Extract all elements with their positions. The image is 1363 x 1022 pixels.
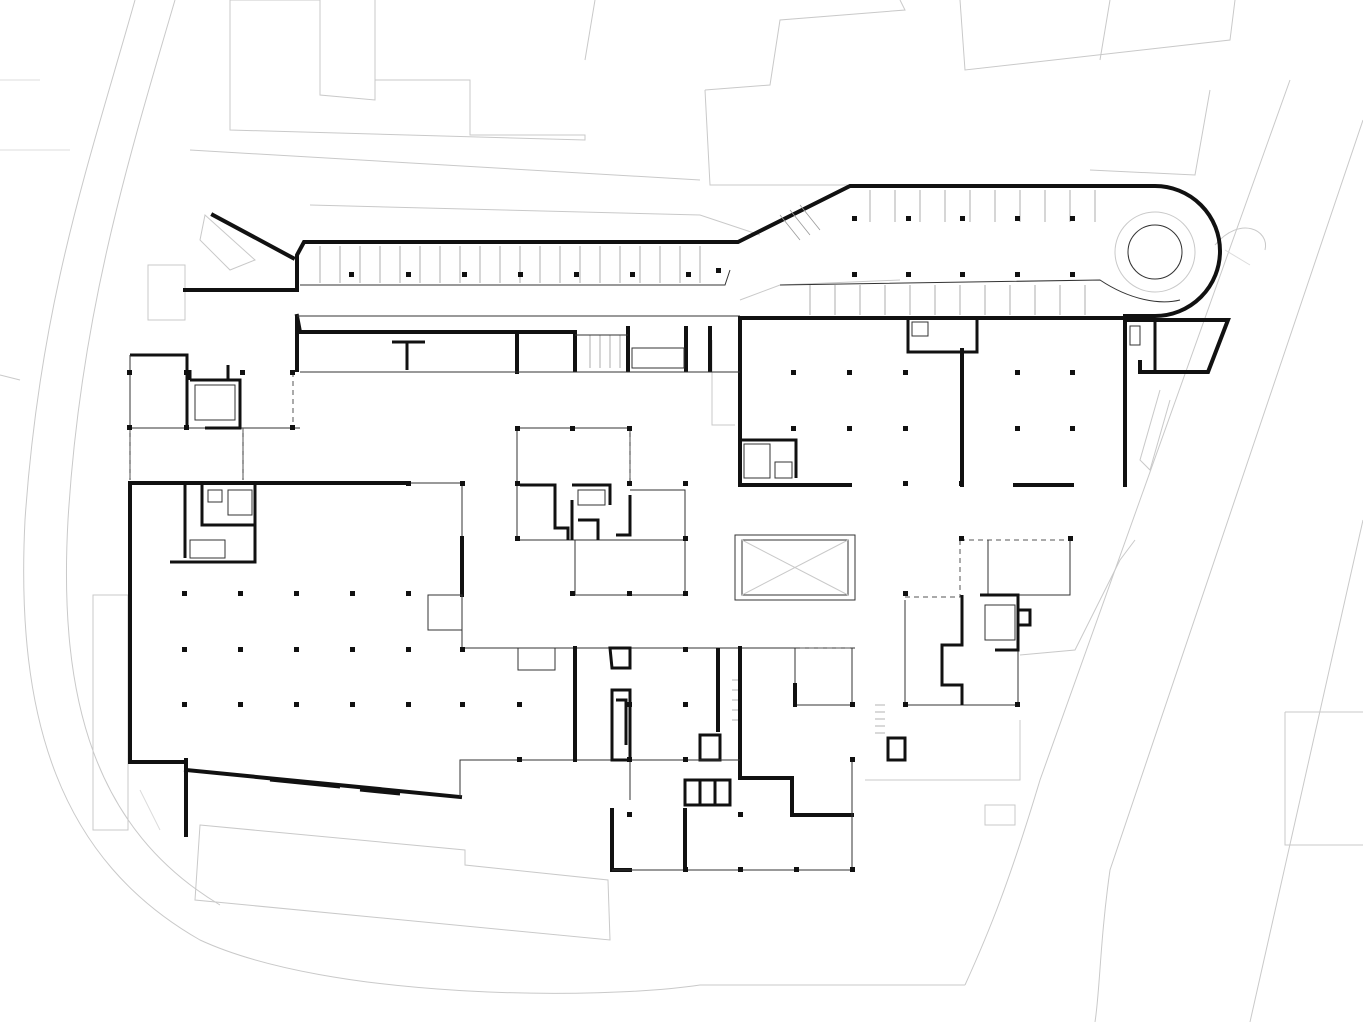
central-pavilions [515, 426, 856, 601]
west-hall [128, 481, 612, 837]
east-pavilion [875, 536, 1073, 762]
parking-ramp [183, 184, 1222, 372]
northeast-block [738, 316, 1231, 487]
south-blocks [517, 646, 855, 872]
north-corridor [392, 326, 712, 374]
northwest-pavilion [127, 353, 740, 480]
